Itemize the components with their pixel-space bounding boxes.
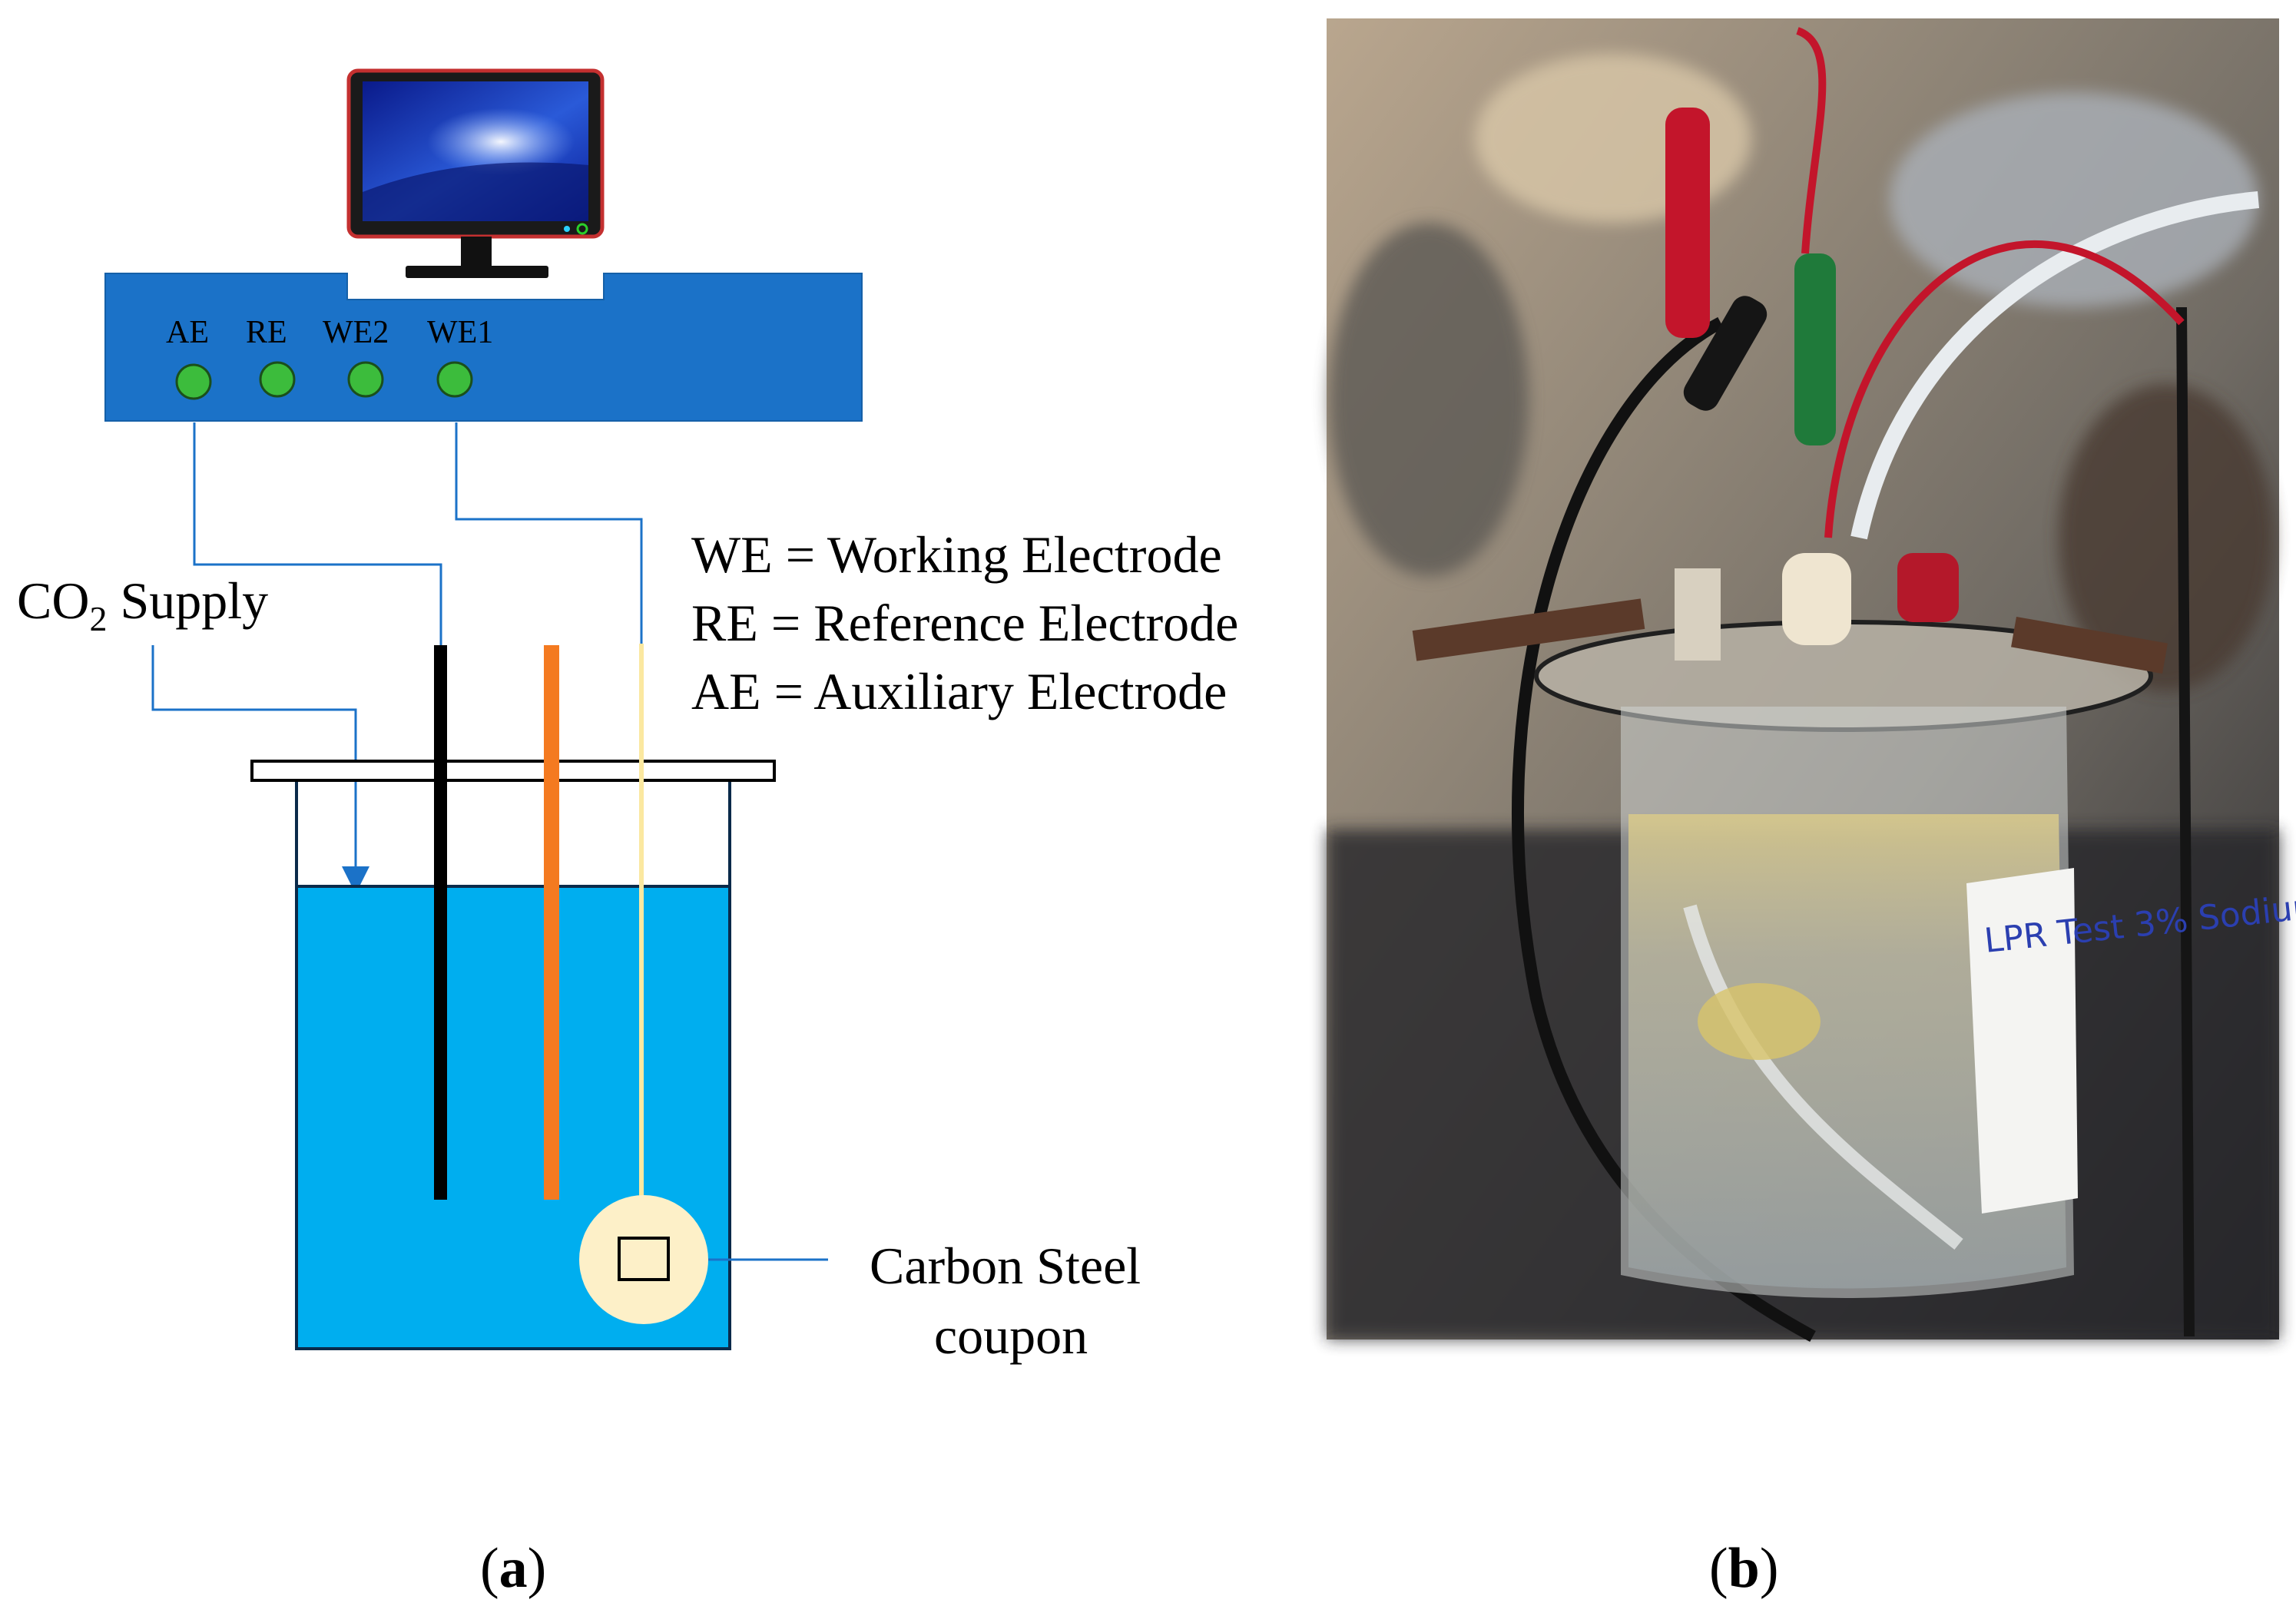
port-we2 xyxy=(347,361,384,398)
coupon-label-line1: Carbon Steel xyxy=(870,1237,1141,1295)
beaker-lid xyxy=(250,760,776,782)
co2-supply-line xyxy=(151,645,369,894)
carbon-steel-coupon xyxy=(579,1195,708,1324)
port-we1 xyxy=(436,361,473,398)
co2-supply-label: CO2 Supply xyxy=(17,571,269,638)
coupon-label-line2: coupon xyxy=(934,1306,1088,1365)
port-label-ae: AE xyxy=(166,315,209,350)
computer-monitor-icon xyxy=(346,68,605,278)
port-label-we1: WE1 xyxy=(427,315,494,350)
panel-a-caption: (a) xyxy=(480,1537,547,1600)
reference-electrode xyxy=(544,645,559,1200)
panel-b-photo: LPR Test 3% Sodium Chloride xyxy=(1327,18,2296,1343)
port-label-re: RE xyxy=(246,315,287,350)
port-ae xyxy=(175,363,212,400)
working-electrode xyxy=(639,644,644,1258)
port-re xyxy=(259,361,296,398)
panel-b-caption: (b) xyxy=(1709,1537,1779,1600)
legend-ae: AE = Auxiliary Electrode xyxy=(691,662,1228,720)
legend-we: WE = Working Electrode xyxy=(691,525,1222,584)
we1-wire xyxy=(455,422,643,644)
panel-a xyxy=(104,68,863,1350)
auxiliary-electrode xyxy=(434,645,447,1200)
ae-wire xyxy=(193,422,442,645)
port-label-we2: WE2 xyxy=(323,315,389,350)
legend-re: RE = Reference Electrode xyxy=(691,594,1239,652)
